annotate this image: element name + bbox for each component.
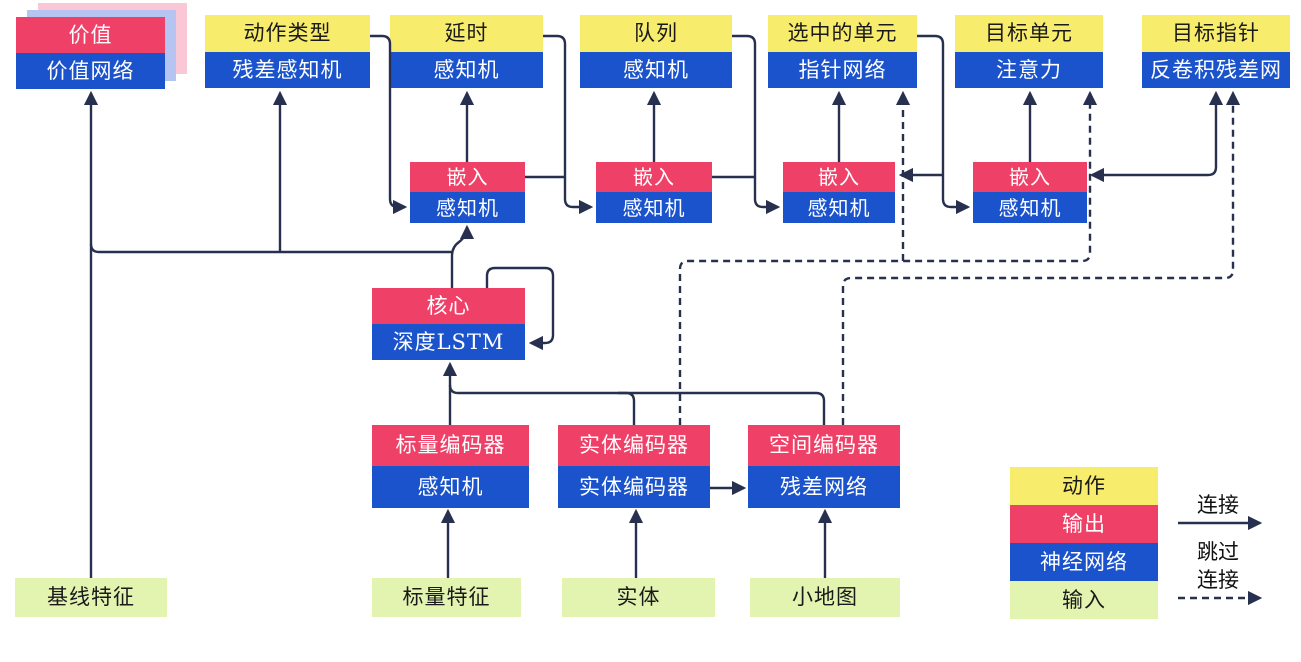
legend-skip-label-line2: 连接 — [1197, 568, 1239, 592]
encoder-entity: 实体编码器 实体编码器 — [558, 425, 710, 508]
legend-connection-label: 连接 — [1197, 493, 1239, 517]
encoder-entity-output-label: 实体编码器 — [558, 425, 710, 466]
embed-4-output-label: 嵌入 — [973, 162, 1087, 192]
node-selected-units: 选中的单元 指针网络 — [768, 15, 917, 88]
wire-entity-to-core — [618, 391, 636, 425]
node-delay: 延时 感知机 — [390, 15, 543, 88]
embed-3-network-label: 感知机 — [783, 192, 895, 223]
wire-selected-units-to-embed4 — [917, 34, 971, 215]
node-core: 核心 深度LSTM — [372, 288, 525, 360]
skip-spatial-to-target-point — [841, 90, 1241, 425]
node-target-unit-action-label: 目标单元 — [955, 15, 1103, 52]
node-queue: 队列 感知机 — [580, 15, 732, 88]
embed-2: 嵌入 感知机 — [596, 162, 712, 223]
solid-connections — [83, 34, 1263, 578]
encoder-scalar-network-label: 感知机 — [372, 466, 529, 508]
node-queue-network-label: 感知机 — [580, 52, 732, 88]
input-baseline-features: 基线特征 — [15, 578, 167, 617]
legend-output-label: 输出 — [1010, 505, 1158, 543]
wire-delay-to-embed2 — [543, 34, 594, 215]
node-delay-network-label: 感知机 — [390, 52, 543, 88]
skip-connections — [678, 90, 1263, 606]
encoder-scalar: 标量编码器 感知机 — [372, 425, 529, 508]
legend-skip-label-line1: 跳过 — [1197, 540, 1239, 564]
node-delay-action-label: 延时 — [390, 15, 543, 52]
wire-action-type-to-embed1 — [370, 34, 408, 215]
embed-2-output-label: 嵌入 — [596, 162, 712, 192]
node-action-type: 动作类型 残差感知机 — [205, 15, 370, 88]
input-baseline-features-label: 基线特征 — [15, 578, 167, 617]
embed-1-network-label: 感知机 — [410, 192, 525, 223]
input-minimap: 小地图 — [750, 578, 900, 617]
node-value: 价值 价值网络 — [16, 17, 165, 89]
embed-1-output-label: 嵌入 — [410, 162, 525, 192]
node-action-type-action-label: 动作类型 — [205, 15, 370, 52]
embed-4: 嵌入 感知机 — [973, 162, 1087, 223]
wire-queue-to-embed3 — [732, 34, 781, 215]
node-selected-units-network-label: 指针网络 — [768, 52, 917, 88]
legend-action-label: 动作 — [1010, 467, 1158, 505]
embed-1: 嵌入 感知机 — [410, 162, 525, 223]
legend-input-label: 输入 — [1010, 581, 1158, 619]
node-target-point-action-label: 目标指针 — [1142, 15, 1290, 52]
encoder-spatial-network-label: 残差网络 — [748, 466, 900, 508]
node-target-point-network-label: 反卷积残差网 — [1142, 52, 1290, 88]
embed-3-output-label: 嵌入 — [783, 162, 895, 192]
input-minimap-label: 小地图 — [750, 578, 900, 617]
wire-core-to-embed1 — [450, 224, 475, 288]
skip-entity-to-attention — [678, 90, 1098, 425]
wire-spatial-to-core — [448, 384, 826, 425]
input-scalar-features-label: 标量特征 — [372, 578, 521, 617]
wire-embed4-target-point — [1089, 90, 1224, 183]
embed-3: 嵌入 感知机 — [783, 162, 895, 223]
encoder-scalar-output-label: 标量编码器 — [372, 425, 529, 466]
node-target-point: 目标指针 反卷积残差网 — [1142, 15, 1290, 88]
input-entities-label: 实体 — [562, 578, 715, 617]
legend-color-key: 动作 输出 神经网络 输入 — [1010, 467, 1158, 619]
encoder-entity-network-label: 实体编码器 — [558, 466, 710, 508]
legend-network-label: 神经网络 — [1010, 543, 1158, 581]
embed-4-network-label: 感知机 — [973, 192, 1087, 223]
node-queue-action-label: 队列 — [580, 15, 732, 52]
encoder-spatial-output-label: 空间编码器 — [748, 425, 900, 466]
node-core-network-label: 深度LSTM — [372, 324, 525, 360]
encoder-spatial: 空间编码器 残差网络 — [748, 425, 900, 508]
node-selected-units-action-label: 选中的单元 — [768, 15, 917, 52]
wire-core-self-loop — [485, 266, 555, 351]
input-scalar-features: 标量特征 — [372, 578, 521, 617]
node-action-type-network-label: 残差感知机 — [205, 52, 370, 88]
input-entities: 实体 — [562, 578, 715, 617]
node-value-network-label: 价值网络 — [16, 53, 165, 89]
node-target-unit: 目标单元 注意力 — [955, 15, 1103, 88]
embed-2-network-label: 感知机 — [596, 192, 712, 223]
node-target-unit-network-label: 注意力 — [955, 52, 1103, 88]
node-core-output-label: 核心 — [372, 288, 525, 324]
wire-core-to-left-heads — [89, 243, 452, 254]
node-value-output-label: 价值 — [16, 17, 165, 53]
